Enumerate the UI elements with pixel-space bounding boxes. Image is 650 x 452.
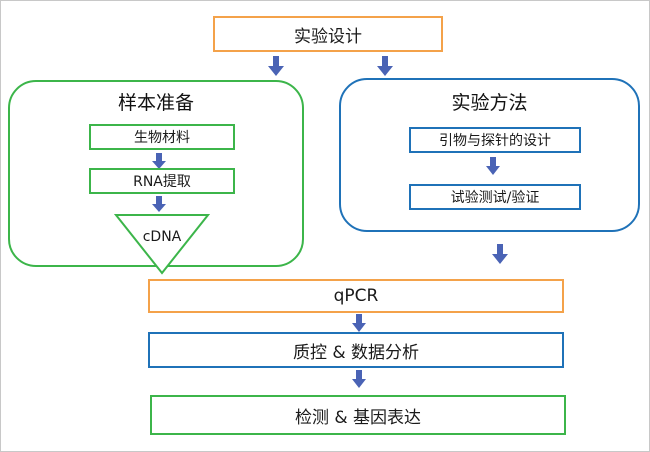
cdna-label: cDNA — [142, 229, 182, 245]
arrow-to-sample-prep — [268, 56, 284, 76]
rna-extraction-label: RNA提取 — [133, 174, 191, 190]
assay-validation-label: 试验测试/验证 — [450, 190, 540, 206]
arrow-to-rna-extraction — [152, 153, 166, 169]
bio-material-box: 生物材料 — [89, 124, 235, 150]
arrow-to-cdna — [152, 196, 166, 212]
qpcr-box: qPCR — [148, 279, 564, 313]
design-label: 实验设计 — [294, 26, 362, 47]
sample-prep-title: 样本准备 — [117, 92, 194, 114]
arrow-to-qc-analysis — [352, 314, 366, 332]
arrow-to-qpcr — [492, 244, 508, 264]
cdna-triangle — [114, 214, 210, 275]
primer-probe-design-label: 引物与探针的设计 — [439, 133, 551, 149]
assay-validation-box: 试验测试/验证 — [409, 184, 581, 210]
arrow-to-gene-expression — [352, 370, 366, 388]
bio-material-label: 生物材料 — [134, 130, 190, 146]
qpcr-label: qPCR — [333, 286, 379, 306]
qc-analysis-label: 质控 & 数据分析 — [292, 342, 420, 363]
gene-expression-box: 检测 & 基因表达 — [150, 395, 566, 435]
design-box: 实验设计 — [213, 16, 443, 52]
gene-expression-label: 检测 & 基因表达 — [294, 407, 422, 428]
methods-title: 实验方法 — [451, 92, 528, 114]
rna-extraction-box: RNA提取 — [89, 168, 235, 194]
arrow-to-assay-validation — [486, 157, 500, 175]
primer-probe-design-box: 引物与探针的设计 — [409, 127, 581, 153]
qc-analysis-box: 质控 & 数据分析 — [148, 332, 564, 368]
arrow-to-methods — [377, 56, 393, 76]
